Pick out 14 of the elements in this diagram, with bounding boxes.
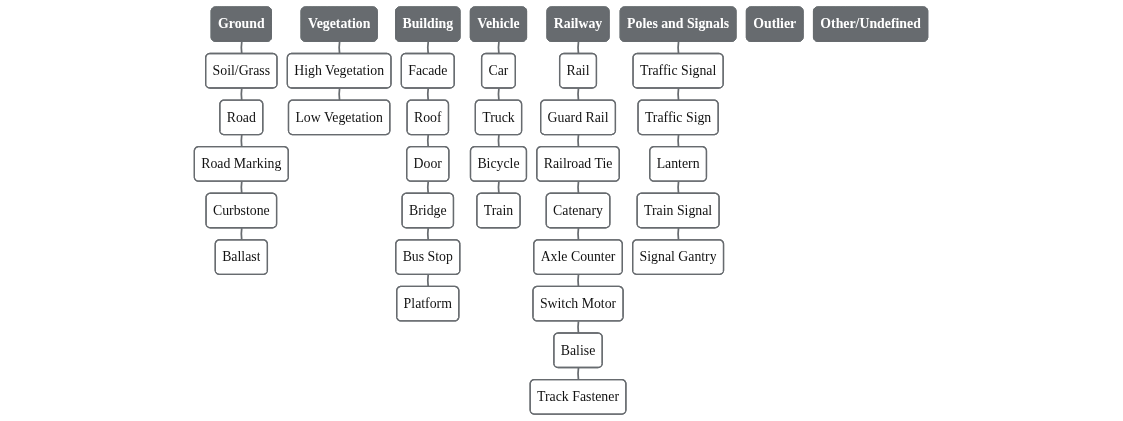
connector (577, 320, 580, 335)
connector (577, 87, 580, 102)
connector (427, 134, 430, 148)
connector (577, 40, 580, 55)
connector (677, 134, 680, 148)
connector (577, 180, 580, 195)
connector (677, 40, 680, 55)
connector (577, 367, 580, 381)
connector (427, 40, 430, 55)
connector (427, 273, 430, 288)
connector (577, 134, 580, 148)
connector (427, 180, 430, 195)
connector (577, 273, 580, 288)
connector (427, 87, 430, 102)
